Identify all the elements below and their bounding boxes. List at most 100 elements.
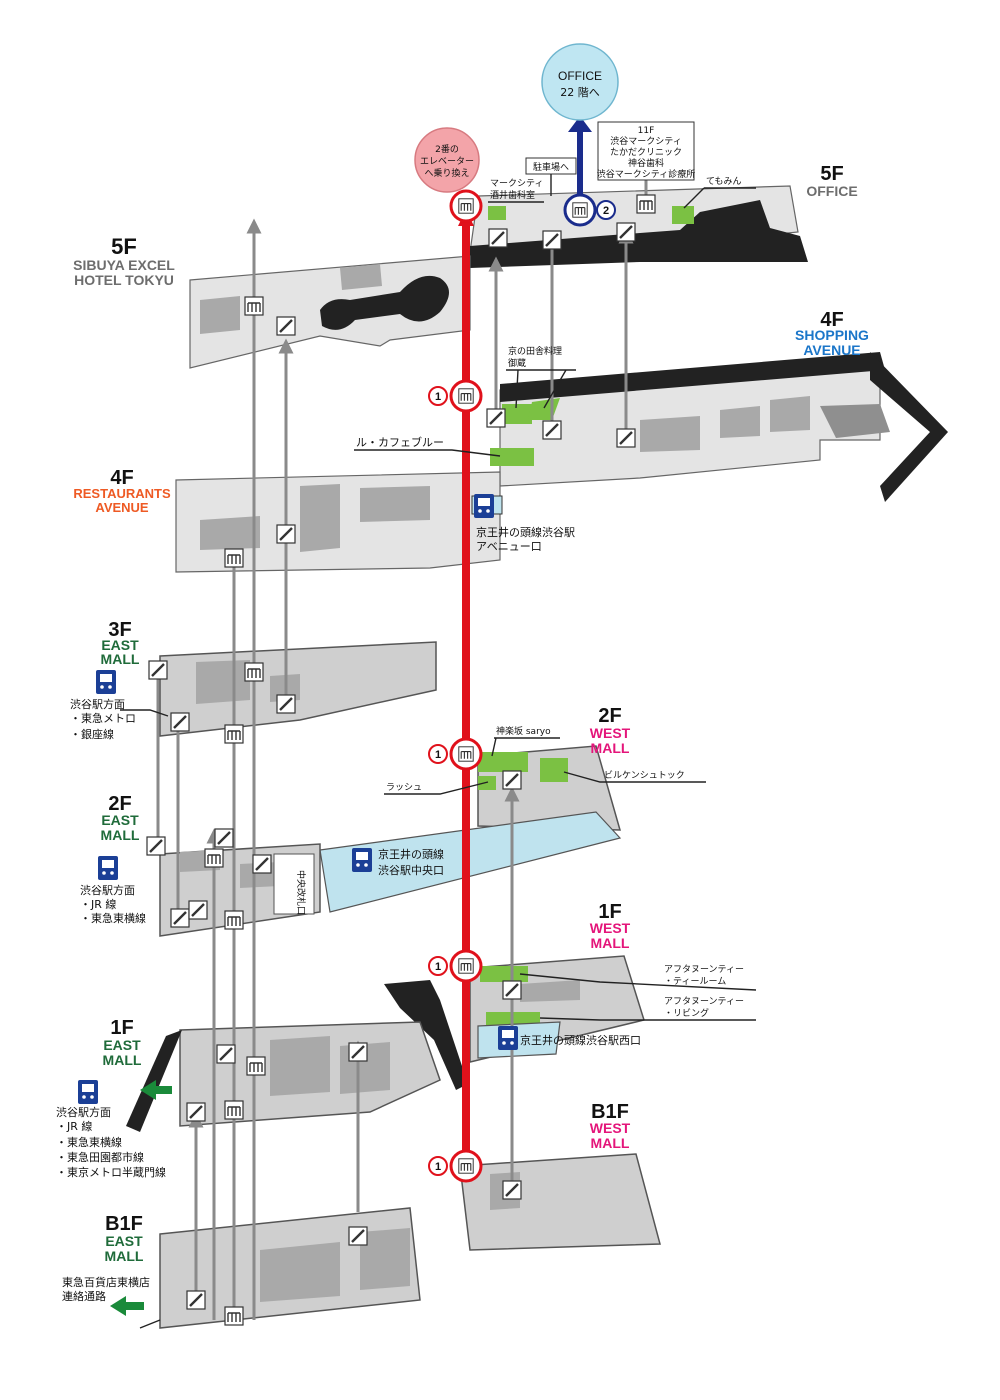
svg-text:EAST: EAST: [101, 812, 139, 828]
svg-text:・東急東横線: ・東急東横線: [56, 1135, 122, 1149]
svg-text:1F: 1F: [110, 1017, 133, 1039]
east-b1f-floor: [159, 1207, 421, 1329]
svg-text:・JR 線: ・JR 線: [80, 897, 116, 911]
toyoko-label: 東急百貨店東横店 連絡通路: [62, 1275, 150, 1303]
svg-text:MALL: MALL: [101, 827, 140, 843]
svg-text:MALL: MALL: [101, 651, 140, 667]
birkenstock-label: ビルケンシュトック: [563, 770, 706, 783]
svg-text:・JR 線: ・JR 線: [56, 1119, 92, 1133]
floor-title-east-3f: 3F EAST MALL: [101, 619, 140, 667]
parking-box: 駐車場へ: [525, 157, 577, 196]
shibuya-2f-label: 渋谷駅方面 ・JR 線 ・東急東横線: [80, 883, 146, 925]
svg-text:・東急田園都市線: ・東急田園都市線: [56, 1150, 144, 1164]
elevator-2-icon: [563, 193, 597, 227]
east-3f-floor: [159, 641, 437, 737]
svg-text:御蔵: 御蔵: [508, 357, 526, 369]
svg-text:HOTEL TOKYU: HOTEL TOKYU: [74, 272, 174, 288]
cafe-label: ル・カフェブルー: [354, 435, 501, 457]
lush-label: ラッシュ: [384, 781, 489, 795]
svg-text:ビルケンシュトック: ビルケンシュトック: [604, 770, 685, 781]
elevator-number-1: 1: [435, 1161, 441, 1173]
svg-text:SHOPPING: SHOPPING: [795, 327, 869, 343]
svg-text:エレベーター: エレベーター: [420, 156, 474, 167]
elevator-number-1-markers: [428, 386, 448, 1176]
elevator-number-1: 1: [435, 961, 441, 973]
svg-text:2F: 2F: [598, 705, 621, 727]
svg-text:東急百貨店東横店: 東急百貨店東横店: [62, 1275, 150, 1289]
keio-west-label: 京王井の頭線渋谷駅西口: [520, 1033, 641, 1047]
floor-title-office-5f: 5F OFFICE: [806, 163, 857, 199]
svg-text:B1F: B1F: [591, 1101, 629, 1123]
svg-text:2F: 2F: [108, 793, 131, 815]
floor-title-hotel-5f: 5F SIBUYA EXCEL HOTEL TOKYU: [73, 234, 175, 288]
svg-text:5F: 5F: [820, 163, 843, 185]
svg-text:11F: 11F: [638, 126, 655, 136]
arrow-icon: [140, 1080, 172, 1100]
svg-text:ラッシュ: ラッシュ: [386, 782, 422, 793]
keio-avenue-label: 京王井の頭線渋谷駅 アベニュー口: [476, 525, 575, 553]
central-gate-label: 中央改札口: [295, 870, 307, 915]
afternoon-tea-room-label: アフタヌーンティー ・ティールーム: [519, 964, 757, 991]
route-elevators: [449, 189, 483, 1183]
svg-text:2番の: 2番の: [435, 143, 459, 155]
svg-text:・東京メトロ半蔵門線: ・東京メトロ半蔵門線: [56, 1165, 166, 1179]
svg-text:京王井の頭線: 京王井の頭線: [378, 847, 444, 861]
svg-text:WEST: WEST: [590, 920, 631, 936]
svg-text:4F: 4F: [110, 467, 133, 489]
saryo-label: 神楽坂 saryo: [491, 725, 560, 757]
floor-title-west-1f: 1F WEST MALL: [590, 901, 631, 951]
svg-text:MALL: MALL: [103, 1052, 142, 1068]
svg-text:ル・カフェブルー: ル・カフェブルー: [356, 435, 444, 449]
train-icons: [78, 494, 518, 1104]
floor-title-east-2f: 2F EAST MALL: [101, 793, 140, 843]
svg-text:OFFICE: OFFICE: [806, 183, 857, 199]
shibuya-1f-label: 渋谷駅方面 ・JR 線 ・東急東横線 ・東急田園都市線 ・東京メトロ半蔵門線: [56, 1105, 166, 1179]
floor-title-restaurants-4f: 4F RESTAURANTS AVENUE: [73, 467, 171, 515]
svg-text:へ乗り換え: へ乗り換え: [424, 167, 469, 179]
svg-text:OFFICE: OFFICE: [558, 69, 602, 83]
svg-text:・リビング: ・リビング: [664, 1007, 709, 1019]
svg-text:4F: 4F: [820, 309, 843, 331]
hotel-5f-floor: [189, 255, 471, 369]
svg-text:アフタヌーンティー: アフタヌーンティー: [664, 996, 744, 1007]
svg-text:AVENUE: AVENUE: [803, 342, 860, 358]
shopping-4f-floor: [490, 352, 948, 502]
floor-title-west-b1f: B1F WEST MALL: [590, 1101, 631, 1151]
svg-text:アフタヌーンティー: アフタヌーンティー: [664, 964, 744, 975]
svg-text:EAST: EAST: [103, 1037, 141, 1053]
svg-text:てもみん: てもみん: [706, 176, 742, 187]
svg-text:酒井歯科室: 酒井歯科室: [490, 189, 535, 201]
arrow-icon: [110, 1296, 144, 1316]
svg-text:京王井の頭線渋谷駅: 京王井の頭線渋谷駅: [476, 525, 575, 539]
svg-text:1F: 1F: [598, 901, 621, 923]
svg-text:神谷歯科: 神谷歯科: [628, 157, 664, 169]
svg-text:B1F: B1F: [105, 1213, 143, 1235]
dental-label: マークシティ 酒井歯科室: [488, 178, 544, 203]
transfer-bubble: 2番の エレベーター へ乗り換え: [414, 127, 480, 193]
svg-text:MALL: MALL: [591, 1135, 630, 1151]
afternoon-living-label: アフタヌーンティー ・リビング: [539, 996, 756, 1021]
svg-text:EAST: EAST: [101, 637, 139, 653]
svg-text:渋谷駅方面: 渋谷駅方面: [70, 697, 125, 711]
svg-text:駐車場へ: 駐車場へ: [533, 161, 569, 173]
svg-text:MALL: MALL: [591, 740, 630, 756]
svg-text:神楽坂 saryo: 神楽坂 saryo: [496, 725, 551, 737]
office-bubble: OFFICE 22 階へ: [541, 43, 619, 121]
kyo-label: 京の田舎料理 御蔵: [506, 345, 576, 409]
floor-title-east-1f: 1F EAST MALL: [103, 1017, 142, 1068]
svg-text:AVENUE: AVENUE: [95, 500, 149, 515]
svg-text:渋谷マークシティ診療所: 渋谷マークシティ診療所: [597, 168, 695, 180]
svg-text:・銀座線: ・銀座線: [70, 727, 114, 741]
svg-text:MALL: MALL: [591, 935, 630, 951]
svg-text:マークシティ: マークシティ: [490, 178, 543, 189]
svg-text:EAST: EAST: [105, 1233, 143, 1249]
svg-text:京の田舎料理: 京の田舎料理: [508, 345, 562, 357]
svg-text:5F: 5F: [111, 234, 137, 259]
elevator-number-1: 1: [435, 749, 441, 761]
restaurants-4f-floor: [175, 471, 503, 573]
west-b1f-floor: [459, 1153, 661, 1251]
svg-text:・東急東横線: ・東急東横線: [80, 911, 146, 925]
keio-central-label: 京王井の頭線 渋谷駅中央口: [378, 847, 444, 877]
svg-text:3F: 3F: [108, 619, 131, 641]
east-1f-floor: [126, 1021, 441, 1132]
